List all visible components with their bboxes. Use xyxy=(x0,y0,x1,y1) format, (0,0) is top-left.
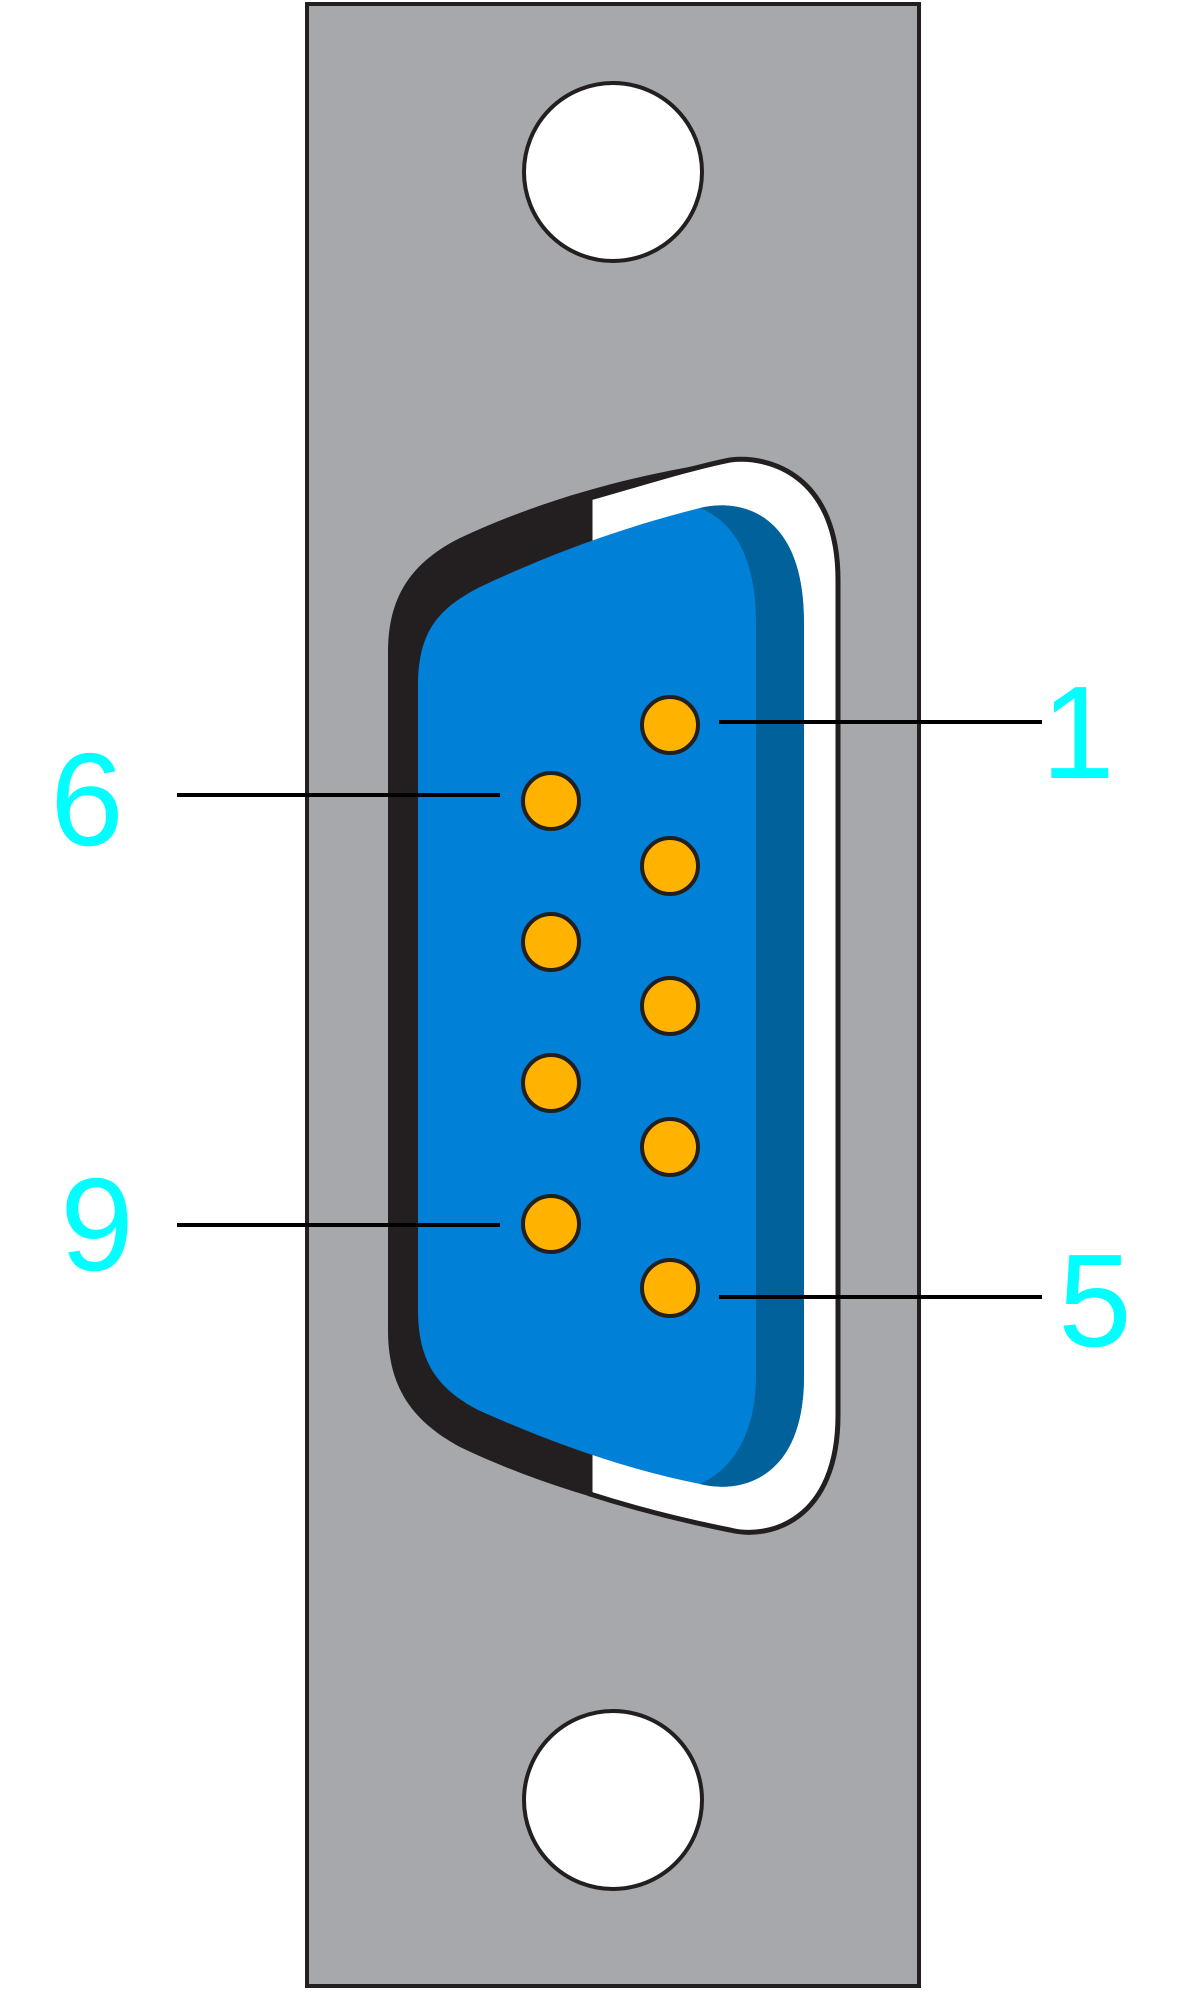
pin-3 xyxy=(640,976,700,1036)
pin-8 xyxy=(521,1053,581,1113)
pin-5 xyxy=(640,1258,700,1318)
bottom-mounting-hole xyxy=(522,1709,704,1891)
pin-2 xyxy=(640,836,700,896)
connector-face-shade xyxy=(700,505,804,1487)
pin-6 xyxy=(521,771,581,831)
pin-1 xyxy=(640,695,700,755)
pin-label-6: 6 xyxy=(50,726,123,873)
pin-label-9: 9 xyxy=(60,1151,133,1298)
pin-9 xyxy=(521,1194,581,1254)
pin-label-1: 1 xyxy=(1041,659,1114,806)
pin-4 xyxy=(640,1117,700,1177)
top-mounting-hole xyxy=(522,81,704,263)
connector-face xyxy=(418,505,804,1487)
pin-label-5: 5 xyxy=(1058,1227,1131,1374)
pin-7 xyxy=(521,912,581,972)
